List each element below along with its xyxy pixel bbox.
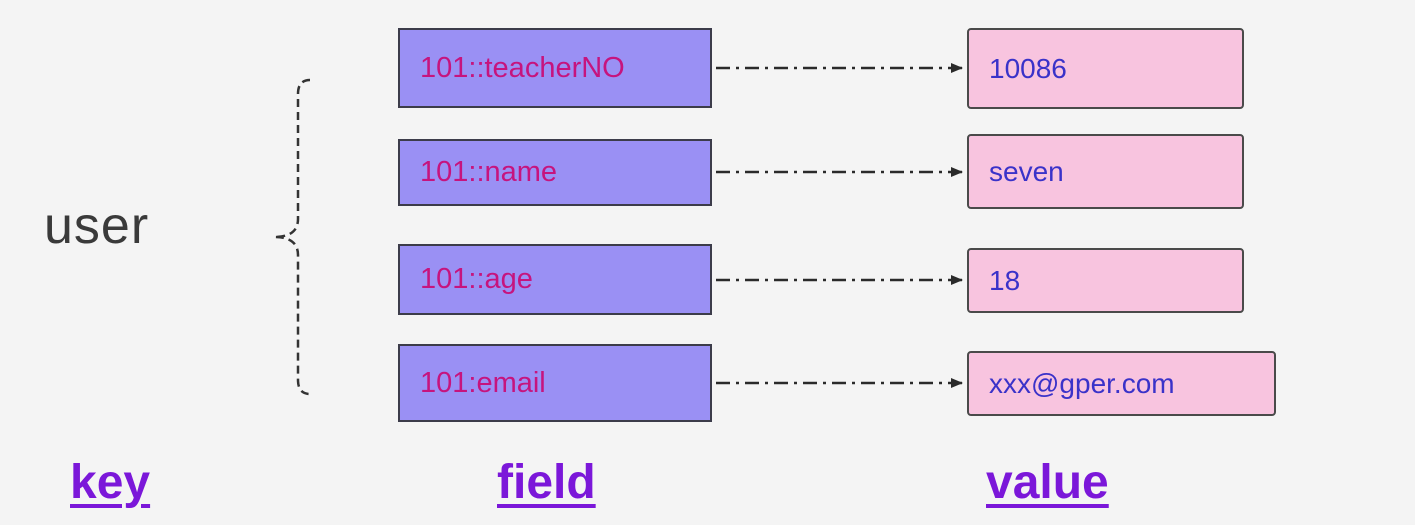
field-box-age: 101::age (398, 244, 712, 315)
field-label: 101::teacherNO (420, 51, 625, 84)
value-box-teacherno: 10086 (967, 28, 1244, 109)
legend-field: field (497, 456, 596, 509)
field-label: 101::age (420, 263, 533, 295)
grouping-brace (273, 78, 311, 396)
field-box-email: 101:email (398, 344, 712, 422)
field-label: 101::name (420, 156, 558, 188)
value-label: seven (989, 155, 1064, 187)
field-label: 101:email (420, 366, 546, 399)
legend-value: value (986, 456, 1109, 509)
value-label: 10086 (989, 52, 1067, 84)
hash-key-label: user (44, 197, 150, 255)
field-box-teacherno: 101::teacherNO (398, 28, 712, 108)
value-box-name: seven (967, 134, 1244, 209)
value-box-age: 18 (967, 248, 1244, 313)
value-label: 18 (989, 264, 1021, 296)
value-box-email: xxx@gper.com (967, 351, 1276, 416)
field-box-name: 101::name (398, 139, 712, 206)
value-label: xxx@gper.com (989, 367, 1175, 399)
legend-key: key (70, 456, 151, 509)
